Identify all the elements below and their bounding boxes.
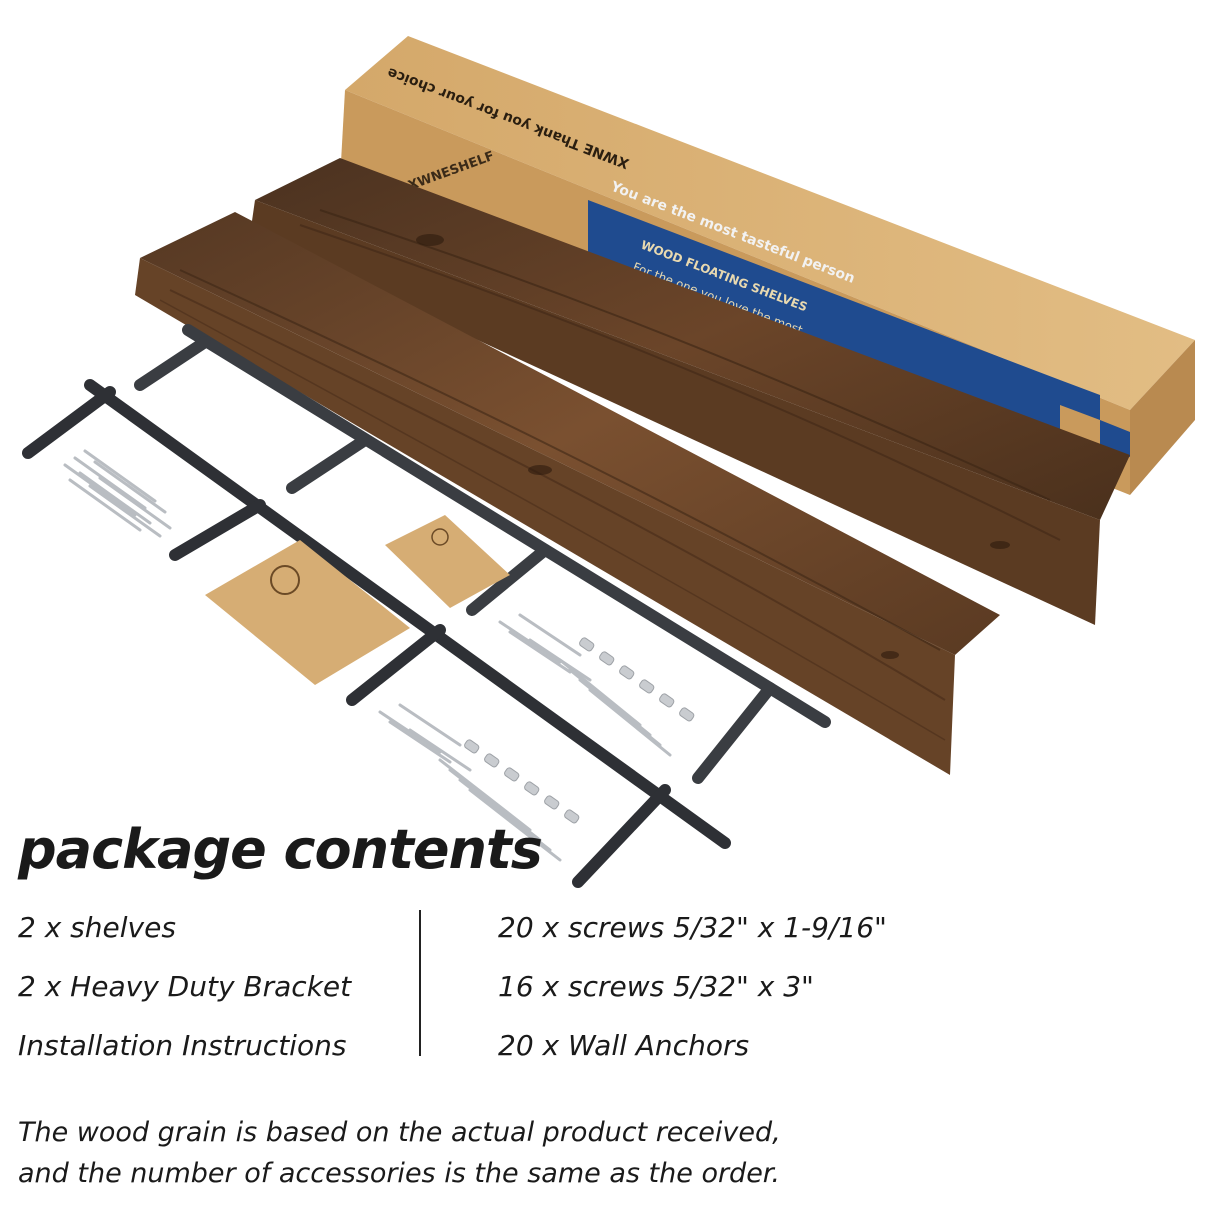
wall-anchors-group-upper bbox=[579, 637, 695, 722]
note-line: The wood grain is based on the actual pr… bbox=[18, 1117, 781, 1148]
contents-item: Installation Instructions bbox=[18, 1029, 347, 1062]
contents-list-left: 2 x shelves 2 x Heavy Duty Bracket Insta… bbox=[18, 908, 351, 1085]
wall-anchors-group-lower bbox=[464, 739, 580, 824]
screws-group-lower bbox=[378, 703, 562, 862]
contents-item: 20 x Wall Anchors bbox=[498, 1029, 750, 1062]
bracket-back bbox=[134, 324, 831, 784]
contents-item: 16 x screws 5/32" x 3" bbox=[498, 970, 814, 1003]
contents-item: 2 x shelves bbox=[18, 911, 176, 944]
bracket-front bbox=[22, 379, 731, 888]
contents-item: 20 x screws 5/32" x 1-9/16" bbox=[498, 911, 887, 944]
screws-group-left bbox=[63, 449, 172, 538]
shelf-back bbox=[250, 158, 1130, 625]
shelf-front bbox=[135, 212, 1000, 775]
box-end-face bbox=[1130, 340, 1195, 495]
note-line: and the number of accessories is the sam… bbox=[18, 1158, 781, 1189]
package-contents-heading: package contents bbox=[18, 818, 543, 881]
contents-list-right: 20 x screws 5/32" x 1-9/16" 16 x screws … bbox=[498, 908, 887, 1085]
wood-grain-note: The wood grain is based on the actual pr… bbox=[18, 1112, 781, 1194]
contents-item: 2 x Heavy Duty Bracket bbox=[18, 970, 352, 1003]
instruction-card-small bbox=[385, 515, 510, 608]
screws-group-middle bbox=[498, 613, 672, 757]
column-divider bbox=[419, 910, 421, 1056]
box-top-face bbox=[345, 36, 1195, 410]
instruction-card-large bbox=[205, 540, 410, 685]
product-photo: XWNESHELF XWNE Thank you for your choice… bbox=[22, 36, 1195, 888]
